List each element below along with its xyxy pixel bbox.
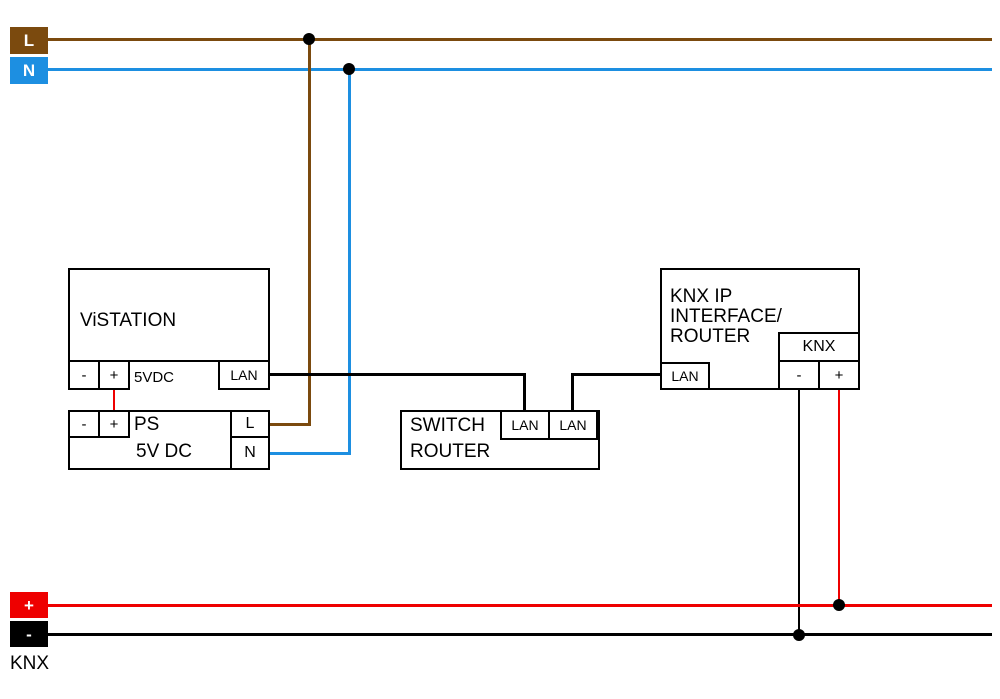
n-branch-wire xyxy=(270,452,351,455)
knx-plus-line xyxy=(48,604,992,607)
switch-lan2-port: LAN xyxy=(548,410,598,440)
knx-minus-line xyxy=(48,633,992,636)
lan-wire-vistation-switch-v xyxy=(523,373,526,412)
mains-n-line xyxy=(48,68,992,71)
mains-l-badge: L xyxy=(10,27,48,54)
knx-plus-terminal: + xyxy=(818,360,860,390)
dc-plus-wire xyxy=(113,386,115,414)
ps-n-terminal: N xyxy=(230,436,270,470)
vistation-plus-terminal: + xyxy=(98,360,130,390)
knx-subbox: KNX xyxy=(778,332,860,362)
n-drop-wire xyxy=(348,69,351,455)
vistation-voltage-label: 5VDC xyxy=(134,369,175,386)
vistation-minus-terminal: - xyxy=(68,360,100,390)
switch-router-title-line2: ROUTER xyxy=(410,441,491,462)
switch-lan1-port: LAN xyxy=(500,410,550,440)
knx-minus-drop-wire xyxy=(798,388,800,636)
knx-minus-junction-dot xyxy=(793,629,805,641)
vistation-lan-port: LAN xyxy=(218,360,270,390)
ps-voltage-label: 5V DC xyxy=(136,441,192,462)
mains-l-line xyxy=(48,38,992,41)
ps-title: PS xyxy=(134,414,160,435)
knx-plus-junction-dot xyxy=(833,599,845,611)
knx-caption: KNX xyxy=(10,653,50,674)
l-junction-dot xyxy=(303,33,315,45)
vistation-box xyxy=(68,268,270,362)
knx-ip-lan-port: LAN xyxy=(660,362,710,390)
switch-router-title-line1: SWITCH xyxy=(410,415,485,436)
ps-minus-terminal: - xyxy=(68,410,100,438)
knx-plus-drop-wire xyxy=(838,388,840,607)
l-drop-wire xyxy=(308,39,311,426)
ps-plus-terminal: + xyxy=(98,410,130,438)
knx-ip-title-line3: ROUTER xyxy=(670,326,751,347)
knx-ip-title-line2: INTERFACE/ xyxy=(670,306,782,327)
lan-wire-switch-knx-h xyxy=(571,373,662,376)
knx-ip-title-line1: KNX IP xyxy=(670,286,733,307)
n-junction-dot xyxy=(343,63,355,75)
ps-l-terminal: L xyxy=(230,410,270,438)
knx-plus-badge: + xyxy=(10,592,48,618)
knx-minus-badge: - xyxy=(10,621,48,647)
lan-wire-vistation-switch-h xyxy=(268,373,526,376)
vistation-title: ViSTATION xyxy=(80,310,177,331)
lan-wire-switch-knx-v xyxy=(571,373,574,412)
l-branch-wire xyxy=(270,423,311,426)
knx-minus-terminal: - xyxy=(778,360,820,390)
mains-n-badge: N xyxy=(10,57,48,84)
